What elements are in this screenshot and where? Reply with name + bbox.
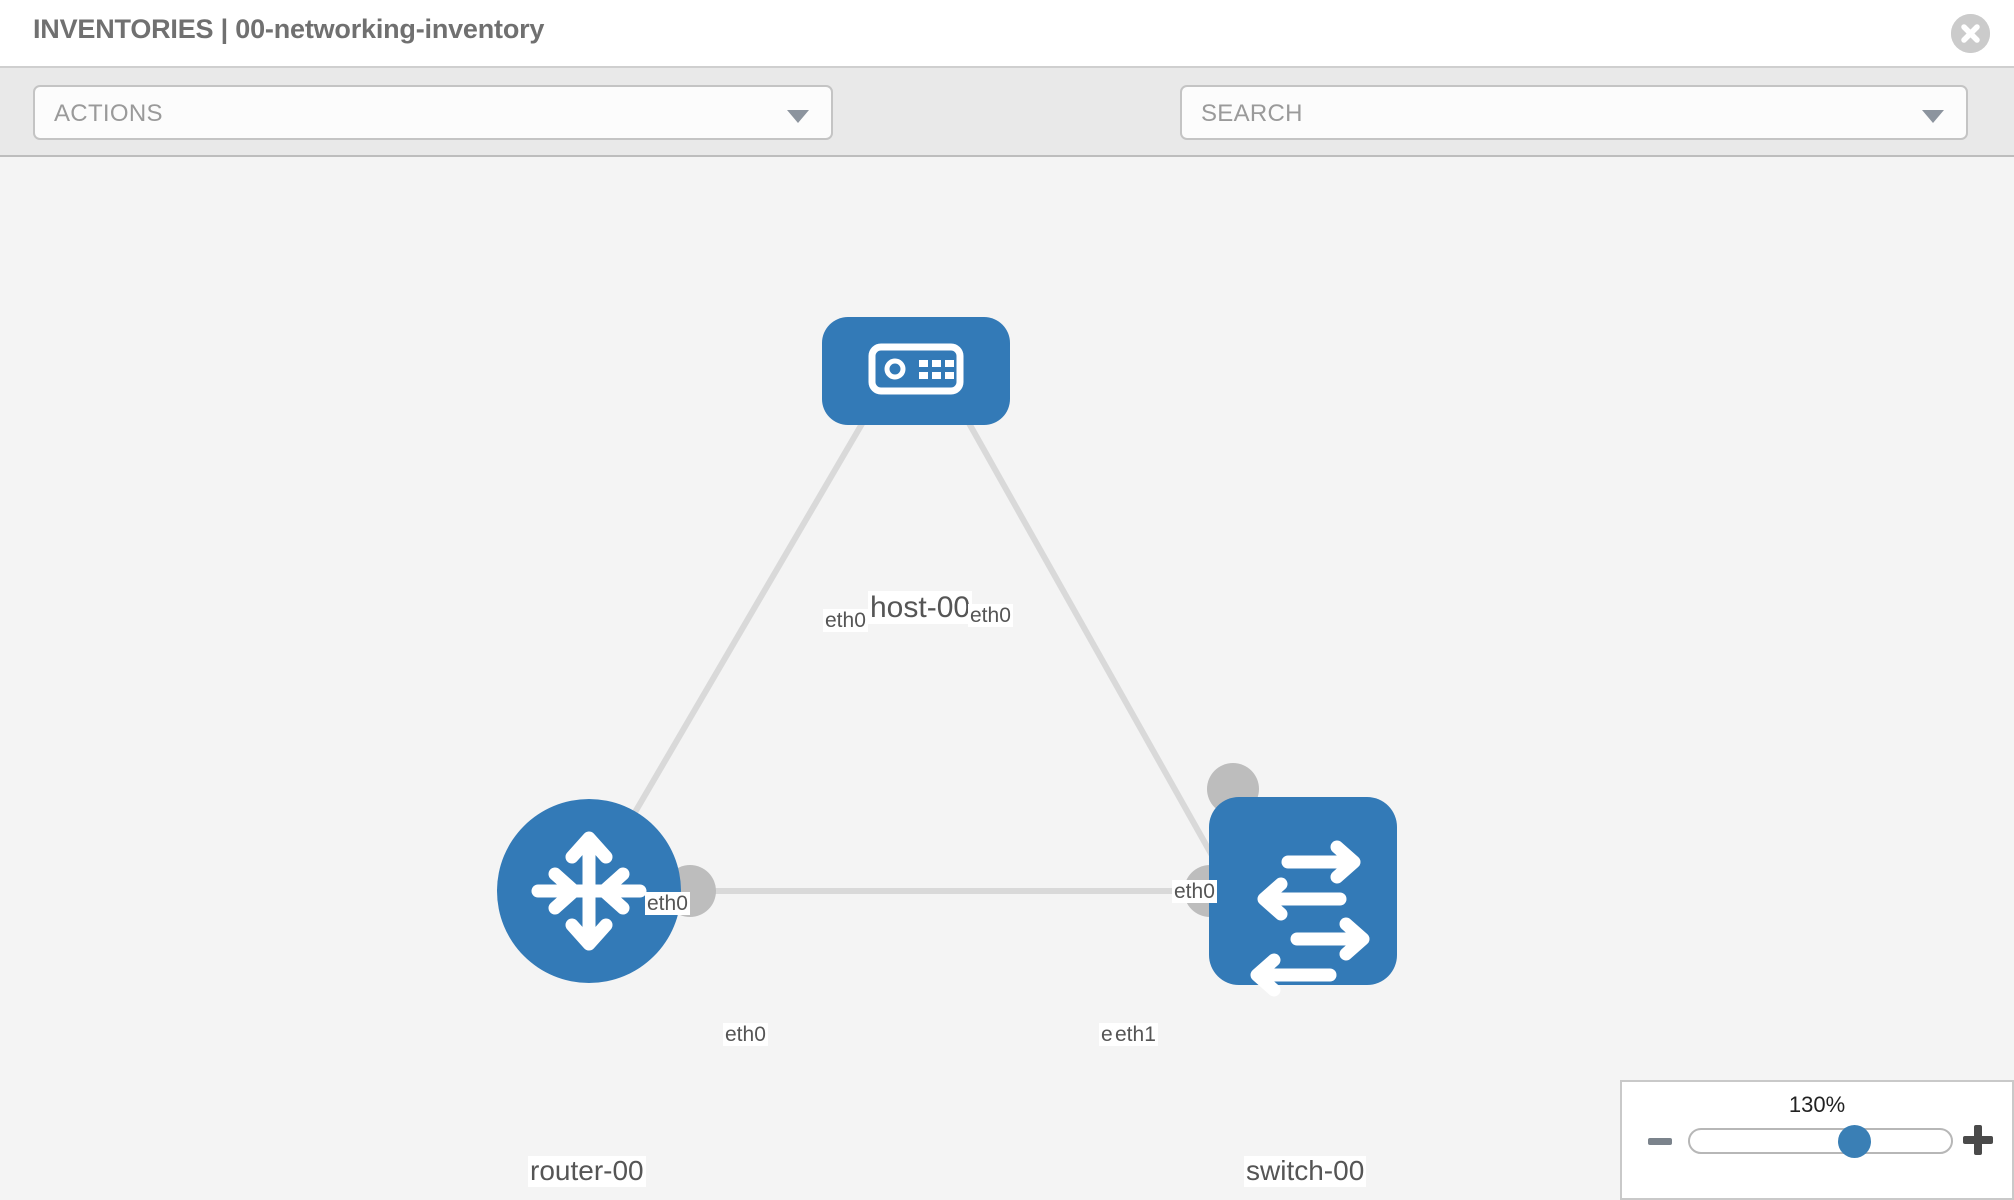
interface-label: eth0 (645, 892, 690, 916)
interface-connectors (664, 343, 1259, 917)
topology-canvas[interactable]: host-00 router-00 switch-00 eth0 eth0 et… (0, 157, 2014, 1200)
node-label-host-00: host-00 (868, 591, 973, 624)
zoom-level-value: 130% (1788, 1092, 1846, 1117)
topology-edges (586, 391, 1235, 894)
close-icon[interactable] (1951, 14, 1990, 53)
node-router-00[interactable] (497, 799, 681, 983)
edge-host-switch[interactable] (949, 391, 1235, 893)
actions-dropdown[interactable]: ACTIONS (33, 85, 833, 140)
node-host-00-shape[interactable] (822, 317, 1010, 425)
interface-label: eth0 (968, 604, 1013, 628)
interface-label: eth0 (1172, 880, 1217, 904)
node-label-router-00: router-00 (528, 1155, 646, 1187)
zoom-out-button[interactable] (1646, 1128, 1674, 1161)
zoom-control-panel: 130% (1620, 1080, 2014, 1200)
switch-arrows-icon (1250, 840, 1370, 997)
page-title: INVENTORIES | 00-networking-inventory (33, 14, 545, 44)
node-switch-00[interactable] (1209, 797, 1397, 997)
server-icon (868, 343, 964, 395)
topology-graph (497, 317, 1397, 997)
node-label-switch-00: switch-00 (1244, 1155, 1367, 1187)
interface-label: eth1 (1113, 1023, 1158, 1047)
zoom-slider[interactable] (1688, 1125, 1953, 1158)
minus-icon (1648, 1138, 1672, 1145)
actions-dropdown-label: ACTIONS (54, 100, 163, 127)
interface-label: eth0 (823, 609, 868, 633)
zoom-in-button[interactable] (1958, 1120, 1998, 1165)
zoom-slider-thumb[interactable] (1838, 1125, 1872, 1158)
plus-icon (1963, 1125, 1993, 1155)
edge-host-router[interactable] (586, 391, 883, 893)
chevron-down-icon (1922, 110, 1944, 123)
interface-label: eth0 (723, 1023, 768, 1047)
toolbar: ACTIONS SEARCH (0, 68, 2014, 199)
search-input[interactable]: SEARCH (1180, 85, 1968, 140)
router-arrows-icon (531, 831, 647, 951)
node-switch-00-shape[interactable] (1209, 797, 1397, 985)
node-host-00[interactable] (822, 317, 1010, 425)
page-header: INVENTORIES | 00-networking-inventory (0, 0, 2014, 68)
chevron-down-icon (787, 110, 809, 123)
search-placeholder: SEARCH (1201, 100, 1303, 127)
close-icon-glyph (1951, 14, 1990, 53)
